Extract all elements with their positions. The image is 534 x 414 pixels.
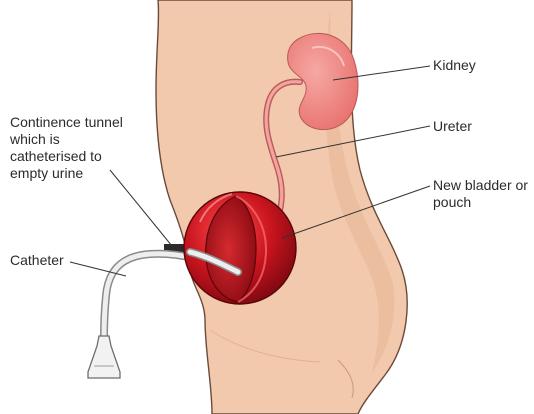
label-new-bladder: New bladder or pouch <box>433 177 529 211</box>
label-catheter: Catheter <box>10 252 64 269</box>
label-kidney: Kidney <box>433 57 476 74</box>
catheter-connector <box>88 336 120 378</box>
label-continence-tunnel: Continence tunnel which is catheterised … <box>10 114 138 182</box>
label-ureter: Ureter <box>433 118 472 135</box>
